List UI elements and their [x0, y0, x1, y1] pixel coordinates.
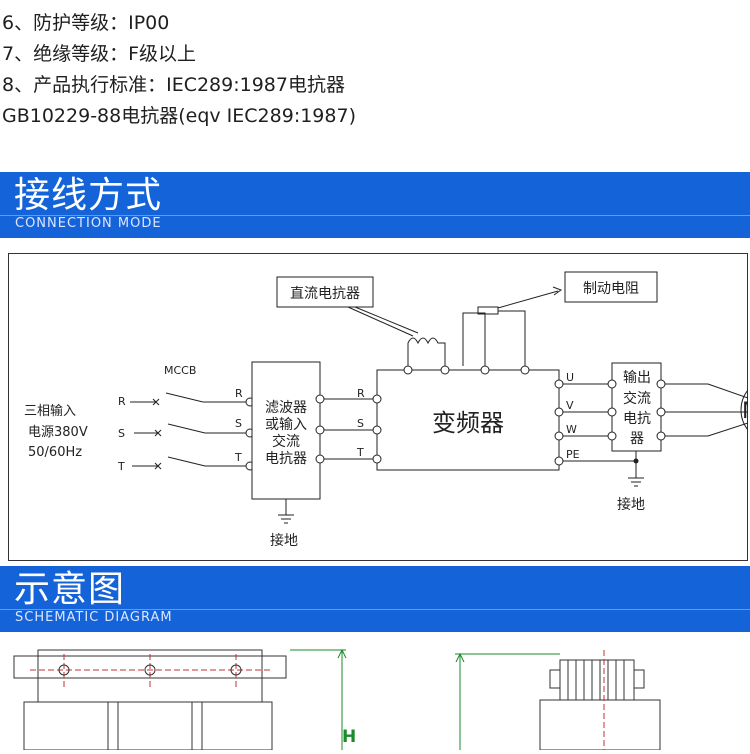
breaker-label: MCCB — [164, 364, 196, 377]
spec-standard: 8、产品执行标准：IEC289:1987电抗器 — [2, 74, 345, 96]
reactor-side-view — [539, 650, 661, 751]
filter-to-inverter-lines — [320, 398, 375, 460]
connection-banner: 接线方式 CONNECTION MODE — [0, 172, 750, 238]
filter-in-t: T — [234, 451, 242, 464]
height-dimension — [290, 648, 347, 750]
output-reactor-line3: 电抗 — [623, 411, 651, 427]
breaker-lines — [130, 392, 248, 470]
banner-divider — [0, 215, 750, 216]
filter-ground — [278, 499, 294, 524]
output-reactor-line4: 器 — [630, 431, 644, 447]
brake-resistor-wiring — [462, 286, 563, 366]
connection-title: 接线方式 — [14, 175, 163, 216]
inverter-label: 变频器 — [432, 409, 504, 437]
filter-line3: 交流 — [272, 433, 300, 450]
phase-t-label: T — [117, 460, 125, 473]
brake-resistor-label: 制动电阻 — [583, 281, 639, 297]
output-lines — [563, 383, 636, 462]
schematic-subtitle: SCHEMATIC DIAGRAM — [15, 610, 173, 625]
filter-in-r: R — [235, 387, 243, 400]
schematic-title: 示意图 — [14, 569, 126, 610]
output-reactor-box — [611, 362, 662, 452]
dc-reactor-box — [276, 276, 374, 308]
output-u-label: U — [566, 371, 574, 384]
output-pe-label: PE — [566, 448, 580, 461]
spec-insulation-grade: 7、绝缘等级：F级以上 — [2, 43, 197, 65]
dc-reactor-coil — [347, 306, 446, 366]
reactor-centerlines — [30, 654, 270, 688]
motor-label: M — [742, 399, 748, 424]
input-label-line3: 50/60Hz — [28, 445, 82, 460]
output-ground — [628, 451, 644, 487]
wiring-diagram: 三相输入 电源380V 50/60Hz MCCB R S T R S T 滤波器… — [8, 253, 750, 561]
input-label-line2: 电源380V — [28, 425, 88, 440]
phase-r-label: R — [118, 395, 126, 408]
output-w-label: W — [566, 423, 577, 436]
schematic-banner: 示意图 SCHEMATIC DIAGRAM — [0, 566, 750, 632]
output-reactor-line2: 交流 — [623, 390, 651, 407]
inverter-box — [376, 369, 560, 471]
inverter-in-r: R — [357, 387, 365, 400]
input-label-line1: 三相输入 — [24, 403, 76, 419]
output-ground-label: 接地 — [617, 496, 645, 513]
brake-resistor-box — [564, 271, 658, 303]
filter-ground-label: 接地 — [270, 532, 298, 549]
inverter-in-s: S — [357, 417, 364, 430]
motor-wiring — [665, 383, 750, 437]
spec-standard-gb: GB10229-88电抗器(eqv IEC289:1987) — [2, 105, 356, 127]
banner-divider — [0, 609, 750, 610]
dc-reactor-label: 直流电抗器 — [290, 285, 360, 302]
output-v-label: V — [566, 399, 574, 412]
filter-out-terminals — [315, 394, 325, 464]
height-dimension-label: H — [342, 727, 356, 747]
schematic-drawing: H — [0, 632, 750, 751]
filter-in-s: S — [235, 417, 242, 430]
side-height-dimension — [455, 652, 560, 750]
filter-line4: 电抗器 — [265, 451, 307, 467]
phase-s-label: S — [118, 427, 125, 440]
inverter-in-t: T — [356, 446, 364, 459]
filter-line1: 滤波器 — [265, 400, 307, 416]
filter-line2: 或输入 — [265, 417, 307, 433]
connection-subtitle: CONNECTION MODE — [15, 216, 162, 231]
output-reactor-line1: 输出 — [623, 370, 651, 386]
reactor-mount-holes — [58, 664, 242, 676]
spec-protection-grade: 6、防护等级：IP00 — [2, 12, 170, 34]
